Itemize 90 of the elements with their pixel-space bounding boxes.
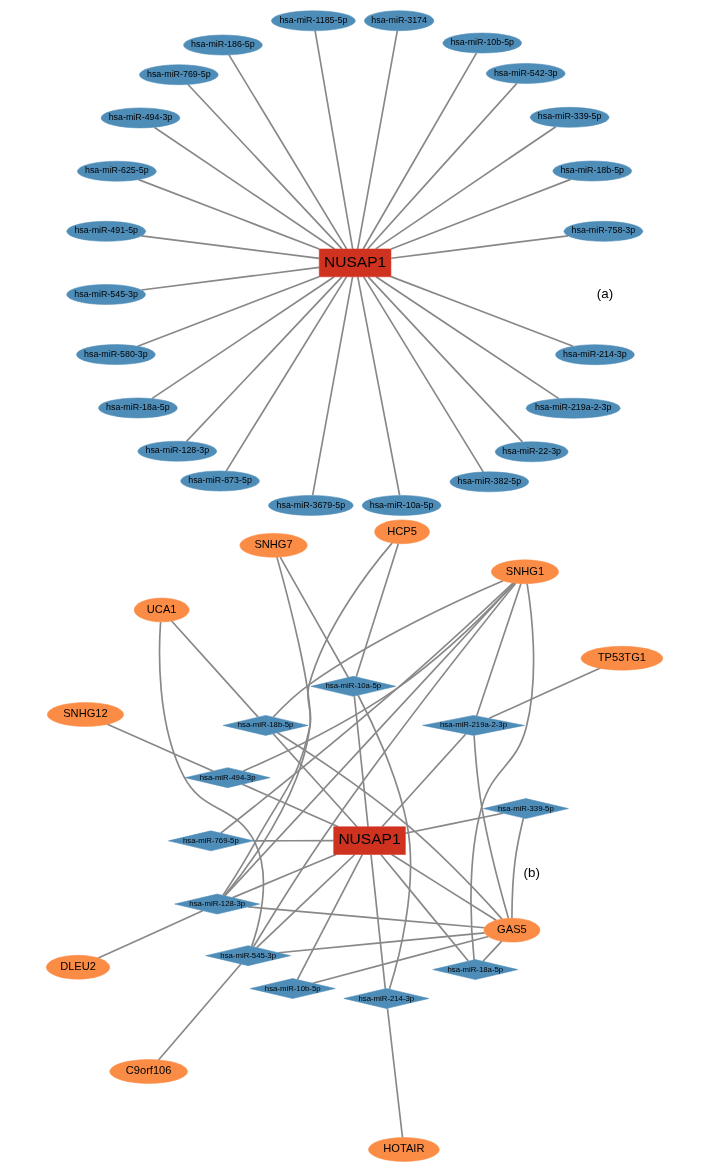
node-ellipse: SNHG7: [239, 533, 308, 558]
node-ellipse: hsa-miR-382-5p: [449, 471, 529, 493]
node-ellipse: hsa-miR-128-3p: [137, 440, 217, 462]
connector: [255, 853, 355, 949]
connector: [271, 579, 504, 718]
connector: [252, 582, 517, 948]
connector: [362, 276, 484, 473]
node-ellipse: hsa-miR-18b-5p: [552, 160, 632, 182]
connector: [472, 734, 509, 920]
connector: [389, 275, 574, 348]
node-ellipse: hsa-miR-491-5p: [66, 221, 146, 242]
label: (a): [596, 285, 613, 301]
node-ellipse: hsa-miR-214-3p: [554, 344, 635, 365]
node-ellipse: hsa-miR-186-5p: [182, 34, 263, 56]
node-ellipse: hsa-miR-545-3p: [65, 284, 146, 305]
connector: [510, 817, 524, 920]
connector: [106, 723, 214, 772]
node-ellipse: C9orf106: [108, 1059, 188, 1084]
connector: [185, 276, 343, 443]
connector: [150, 275, 335, 400]
node-ellipse: DLEU2: [45, 955, 110, 980]
connector: [296, 853, 363, 981]
connector: [231, 853, 337, 899]
connector: [227, 54, 347, 250]
connector: [224, 276, 347, 472]
node-ellipse: GAS5: [483, 918, 540, 943]
connector: [278, 556, 349, 679]
connector: [374, 125, 557, 250]
connector: [475, 582, 522, 717]
connector: [389, 178, 571, 250]
node-ellipse: hsa-miR-625-5p: [76, 160, 156, 182]
node-ellipse: hsa-miR-873-5p: [179, 470, 260, 492]
node-ellipse: hsa-miR-580-3p: [75, 344, 156, 365]
connector: [390, 853, 497, 922]
connector: [361, 52, 477, 250]
connector: [271, 732, 358, 828]
label: (b): [523, 864, 540, 880]
connector: [386, 1007, 403, 1139]
connector: [241, 783, 339, 828]
node-ellipse: hsa-miR-10a-5p: [361, 495, 441, 516]
node-box: NUSAP1: [332, 826, 406, 855]
node-ellipse: hsa-miR-1185-5p: [270, 10, 356, 32]
connector: [356, 275, 400, 497]
node-ellipse: UCA1: [133, 597, 189, 623]
connector: [137, 178, 320, 250]
connector: [276, 731, 503, 920]
connector: [157, 963, 242, 1061]
node-ellipse: hsa-miR-758-3p: [563, 221, 643, 242]
connector: [366, 276, 523, 443]
connector: [158, 620, 264, 948]
node-ellipse: hsa-miR-3174: [363, 10, 434, 31]
node-ellipse: hsa-miR-22-3p: [494, 441, 568, 463]
node-ellipse: HCP5: [373, 519, 430, 545]
connector: [277, 931, 486, 954]
connector: [356, 694, 411, 991]
connector: [374, 275, 560, 400]
connector: [353, 695, 369, 828]
node-ellipse: TP53TG1: [580, 646, 663, 671]
node-box: NUSAP1: [318, 248, 391, 278]
connector: [380, 733, 467, 828]
node-ellipse: SNHG12: [46, 702, 124, 727]
node-ellipse: SNHG1: [490, 559, 559, 584]
connector: [487, 667, 601, 720]
node-ellipse: hsa-miR-18a-5p: [97, 397, 178, 419]
node-ellipse: HOTAIR: [367, 1137, 440, 1162]
node-ellipse: hsa-miR-10b-5p: [442, 32, 522, 54]
connector: [186, 83, 343, 250]
node-ellipse: hsa-miR-3679-5p: [267, 495, 353, 516]
node-ellipse: hsa-miR-339-5p: [529, 107, 609, 128]
node-ellipse: hsa-miR-542-3p: [485, 63, 565, 84]
node-ellipse: hsa-miR-494-3p: [100, 107, 180, 129]
connector: [469, 582, 534, 961]
connector: [404, 812, 504, 835]
connector: [354, 542, 399, 678]
connector: [136, 275, 320, 348]
connector: [366, 82, 518, 250]
connector: [311, 275, 353, 497]
connector: [481, 940, 503, 963]
connector: [170, 620, 259, 718]
connector: [379, 853, 469, 962]
connector: [140, 266, 320, 291]
connector: [369, 853, 386, 990]
connector: [96, 909, 204, 959]
connector: [153, 126, 335, 250]
connector: [356, 30, 398, 250]
node-ellipse: hsa-miR-769-5p: [138, 64, 218, 85]
connector: [140, 235, 320, 260]
connector: [313, 30, 354, 250]
node-ellipse: hsa-miR-219a-2-3p: [525, 397, 620, 419]
connector: [389, 235, 569, 260]
